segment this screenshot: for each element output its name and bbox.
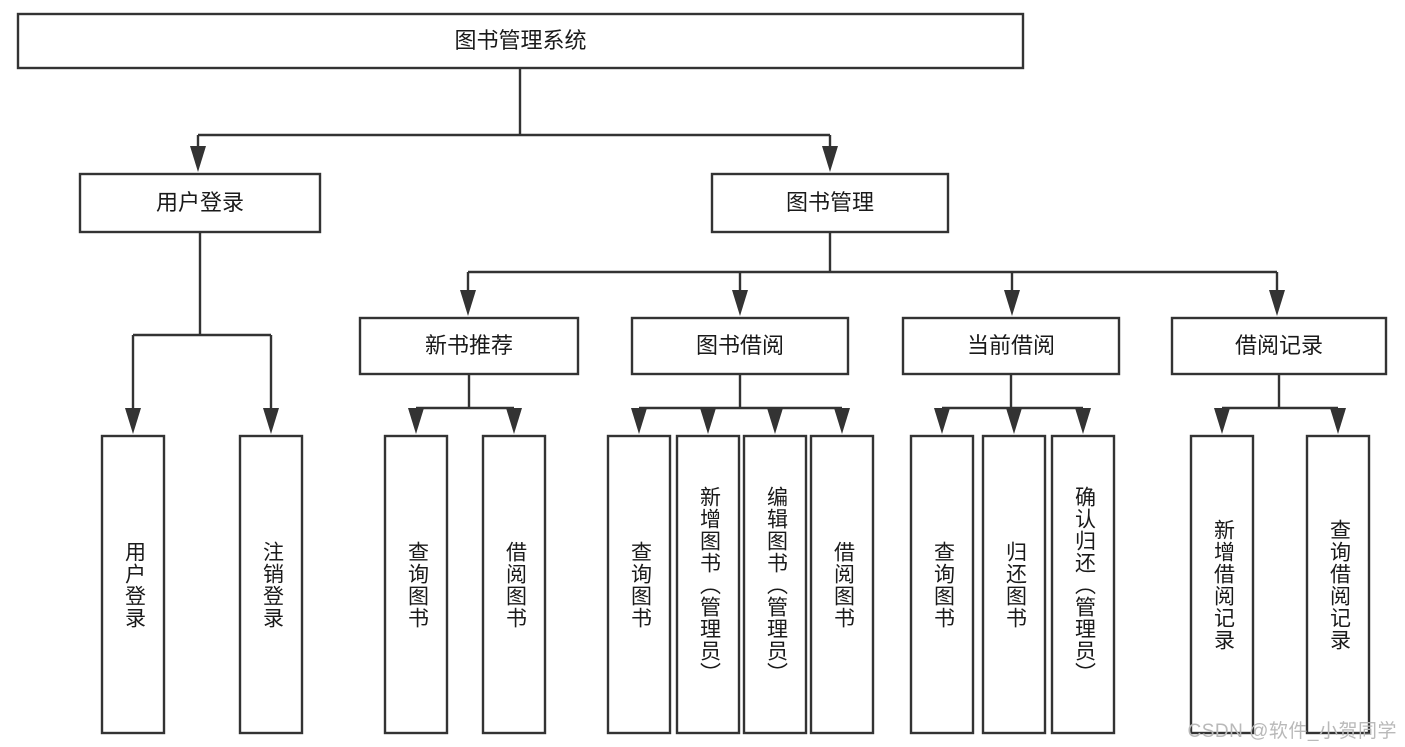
current-borrow-arrow-0 [934,408,950,434]
node-box-user-login[interactable] [78,172,322,234]
new-book-recommend-arrow-0 [408,408,424,434]
current-borrow-arrow-2 [1075,408,1091,434]
node-box-leaf-logout[interactable] [238,434,304,735]
book-borrow-arrow-1 [700,408,716,434]
node-box-borrow-record[interactable] [1170,316,1388,376]
node-label-user-login: 用户登录 [156,190,244,215]
root-arrow-1 [822,146,838,172]
node-box-new-book-recommend[interactable] [358,316,580,376]
node-label-book-borrow: 图书借阅 [696,333,784,358]
node-box-leaf-query-borrow-record[interactable] [1305,434,1371,735]
node-label-current-borrow: 当前借阅 [967,333,1055,358]
node-box-leaf-query-book-borrow[interactable] [606,434,672,735]
borrow-record-arrow-0 [1214,408,1230,434]
book-management-arrow-2 [1004,290,1020,316]
node-box-leaf-edit-book-admin[interactable] [742,434,808,735]
node-box-book-borrow[interactable] [630,316,850,376]
node-box-book-management[interactable] [710,172,950,234]
node-box-leaf-confirm-return-admin[interactable] [1050,434,1116,735]
book-management-arrow-1 [732,290,748,316]
node-box-leaf-query-book-new[interactable] [383,434,449,735]
node-boxes-layer [16,12,1388,735]
book-borrow-arrow-2 [767,408,783,434]
node-label-borrow-record: 借阅记录 [1235,333,1323,358]
node-box-leaf-borrow-book[interactable] [809,434,875,735]
node-box-leaf-query-book-current[interactable] [909,434,975,735]
node-label-new-book-recommend: 新书推荐 [425,333,513,358]
root-arrow-0 [190,146,206,172]
book-borrow-arrow-0 [631,408,647,434]
connectors-layer [125,68,1346,434]
node-box-leaf-user-login[interactable] [100,434,166,735]
user-login-arrow-0 [125,408,141,434]
new-book-recommend-arrow-1 [506,408,522,434]
node-box-root[interactable] [16,12,1025,70]
book-borrow-arrow-3 [834,408,850,434]
node-box-leaf-add-book-admin[interactable] [675,434,741,735]
book-management-arrow-0 [460,290,476,316]
user-login-arrow-1 [263,408,279,434]
node-box-leaf-borrow-book-new[interactable] [481,434,547,735]
node-label-book-management: 图书管理 [786,190,874,215]
node-box-leaf-add-borrow-record[interactable] [1189,434,1255,735]
node-box-current-borrow[interactable] [901,316,1121,376]
current-borrow-arrow-1 [1006,408,1022,434]
csdn-watermark: CSDN @软件_小贺同学 [1187,721,1397,742]
book-management-arrow-3 [1269,290,1285,316]
borrow-record-arrow-1 [1330,408,1346,434]
node-label-root: 图书管理系统 [454,28,586,53]
node-box-leaf-return-book[interactable] [981,434,1047,735]
